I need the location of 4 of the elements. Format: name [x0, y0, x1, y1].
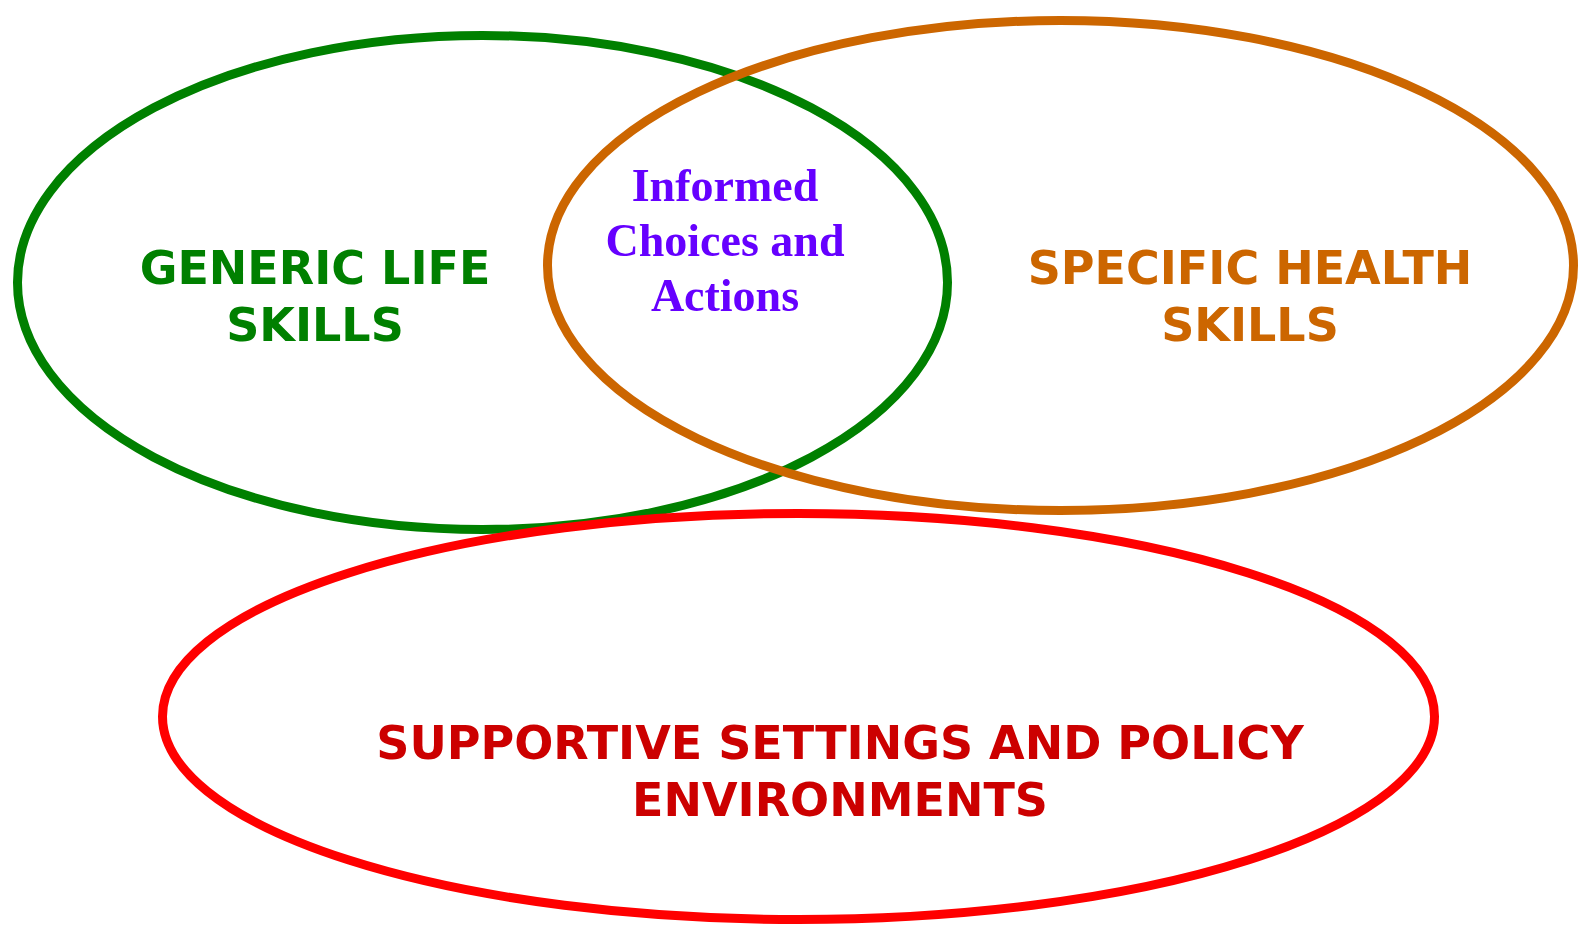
overlap-label: Informed Choices and Actions — [604, 159, 846, 323]
set-label: SUPPORTIVE SETTINGS AND POLICY ENVIRONMENTS — [375, 715, 1305, 829]
set-label: GENERIC LIFE SKILLS — [138, 240, 492, 354]
set-label: SPECIFIC HEALTH SKILLS — [1026, 240, 1474, 354]
